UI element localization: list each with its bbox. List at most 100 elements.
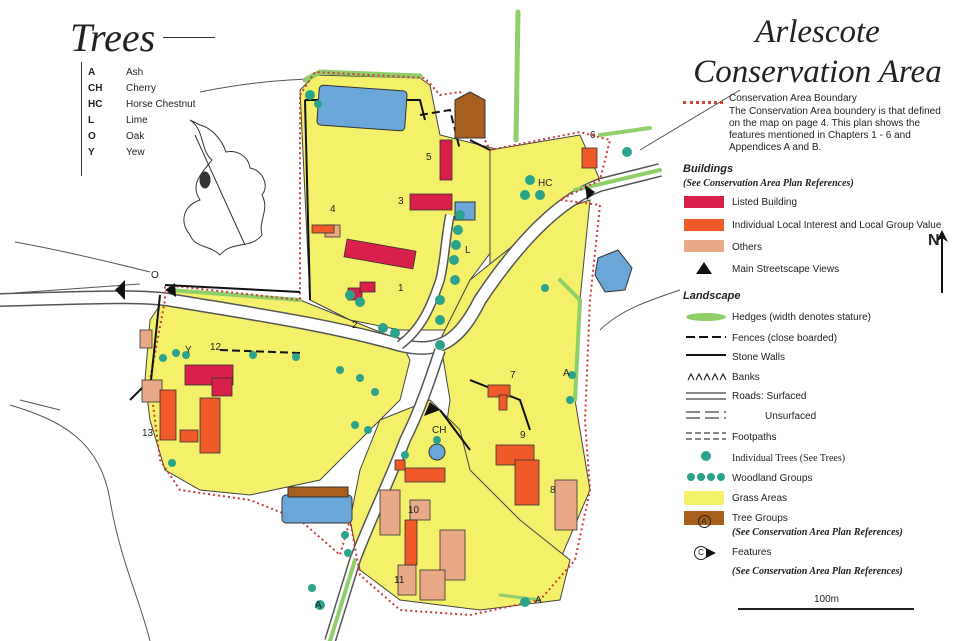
trees-heading-rule xyxy=(163,37,215,38)
tree-group-mark: A xyxy=(697,515,711,528)
map-label-oak: O xyxy=(151,270,159,281)
tree-key-row: O Oak xyxy=(82,130,212,143)
tree-code: L xyxy=(88,115,95,126)
scale-label: 100m xyxy=(814,594,840,605)
legend-local-interest: Individual Local Interest and Local Grou… xyxy=(732,220,942,231)
map-label-ash: A xyxy=(315,600,322,611)
hedges xyxy=(168,9,662,641)
individual-trees xyxy=(159,90,632,610)
map-ref-number: 1 xyxy=(398,283,404,294)
buildings-local xyxy=(159,147,598,566)
legend-individual-trees: Individual Trees (See Trees) xyxy=(732,453,846,464)
map-ref-number: 2 xyxy=(352,320,358,331)
tree-code: HC xyxy=(88,99,103,110)
map-ref-number: 9 xyxy=(520,430,526,441)
map-ref-number: 8 xyxy=(550,485,556,496)
legend-boundary-label: Conservation Area Boundary xyxy=(729,93,857,104)
map-label-lime: L xyxy=(465,245,471,256)
listed-swatch xyxy=(684,196,724,208)
buildings-others xyxy=(139,224,578,601)
legend-grass: Grass Areas xyxy=(732,493,788,504)
map-ref-number: 5 xyxy=(426,152,432,163)
legend-roads-unsurfaced: Unsurfaced xyxy=(765,411,817,422)
roads xyxy=(0,163,662,641)
feature-swatch: C xyxy=(694,546,718,560)
legend-listed: Listed Building xyxy=(732,197,798,208)
map-title: Arlescote Conservation Area xyxy=(693,14,942,90)
tree-groups-map xyxy=(287,91,486,498)
map-ref-number: 6 xyxy=(590,130,596,141)
trees-heading: Trees xyxy=(70,15,156,60)
feature-arrow-icon xyxy=(706,548,716,558)
tree-key-row: HC Horse Chestnut xyxy=(82,98,212,111)
tree-name: Yew xyxy=(126,147,145,158)
legend-banks: Banks xyxy=(732,372,760,383)
tree-name: Oak xyxy=(126,131,145,142)
north-arrow-label: N xyxy=(928,232,940,249)
water-bodies xyxy=(281,84,633,524)
legend-features: Features xyxy=(732,547,772,558)
map-label-yew: Y xyxy=(185,345,192,356)
fences xyxy=(219,108,461,354)
tree-group-swatch: A xyxy=(684,511,724,528)
individual-tree-swatch xyxy=(701,451,711,461)
others-swatch xyxy=(684,240,724,252)
buildings-listed xyxy=(184,139,453,397)
legend-woodland: Woodland Groups xyxy=(732,473,813,484)
legend-hedges: Hedges (width denotes stature) xyxy=(732,312,871,323)
legend-features-ref: (See Conservation Area Plan References) xyxy=(732,566,903,577)
scale-bar xyxy=(738,608,914,610)
map-ref-number: 11 xyxy=(394,575,405,586)
stone-wall-swatch xyxy=(686,354,726,356)
map-label-ash: A xyxy=(535,595,542,606)
legend-streetscape: Main Streetscape Views xyxy=(732,264,840,275)
fence-swatch xyxy=(686,336,726,338)
tree-key-row: CH Cherry xyxy=(82,82,212,95)
tree-name: Lime xyxy=(126,115,148,126)
road-surfaced-swatch xyxy=(686,392,726,400)
legend-roads-surfaced: Roads: Surfaced xyxy=(732,391,807,402)
streetscape-arrow-icon xyxy=(696,262,712,274)
legend-buildings-ref: (See Conservation Area Plan References) xyxy=(683,178,854,189)
legend-fences: Fences (close boarded) xyxy=(732,333,838,344)
tree-key-row: L Lime xyxy=(82,114,212,127)
hedge-swatch xyxy=(686,313,726,321)
tree-code: Y xyxy=(88,147,95,158)
tree-code: CH xyxy=(88,83,103,94)
map-ref-number: 13 xyxy=(142,428,154,439)
tree-name: Horse Chestnut xyxy=(126,99,196,110)
map-ref-number: 10 xyxy=(408,505,420,516)
map-ref-number: 12 xyxy=(210,342,222,353)
map-label-ash: A xyxy=(563,368,570,379)
streetscape-arrows xyxy=(115,185,595,416)
tree-code: O xyxy=(88,131,96,142)
map-ref-number: 4 xyxy=(330,204,336,215)
woodland-swatch xyxy=(687,473,725,481)
legend-landscape-heading: Landscape xyxy=(683,290,741,302)
tree-name: Cherry xyxy=(126,83,157,94)
legend-footpaths: Footpaths xyxy=(732,432,777,443)
legend-tree-groups: Tree Groups xyxy=(732,513,788,524)
footpath-swatch xyxy=(686,432,726,440)
legend-others: Others xyxy=(732,242,763,253)
boundary-swatch xyxy=(683,101,723,104)
trees-key: A Ash CH Cherry HC Horse Chestnut L Lime O Oa… xyxy=(81,62,203,176)
map-label-ch: CH xyxy=(432,425,447,436)
legend-stone-walls: Stone Walls xyxy=(732,352,785,363)
map-label-hc: HC xyxy=(538,178,553,189)
road-unsurfaced-swatch xyxy=(686,411,726,419)
tree-key-row: A Ash xyxy=(82,66,212,79)
legend-boundary-note: The Conservation Area boundery is that d… xyxy=(729,106,941,153)
map-ref-number: 7 xyxy=(510,370,516,381)
tree-code: A xyxy=(88,67,96,78)
legend-buildings-heading: Buildings xyxy=(683,163,734,175)
local-swatch xyxy=(684,219,724,231)
legend-tree-groups-ref: (See Conservation Area Plan References) xyxy=(732,527,903,538)
map-ref-number: 3 xyxy=(398,196,404,207)
north-arrow-icon xyxy=(936,230,948,293)
tree-key-row: Y Yew xyxy=(82,146,212,159)
tree-name: Ash xyxy=(126,67,144,78)
grass-swatch xyxy=(684,491,724,505)
oak-leaf-drawing xyxy=(183,119,266,256)
